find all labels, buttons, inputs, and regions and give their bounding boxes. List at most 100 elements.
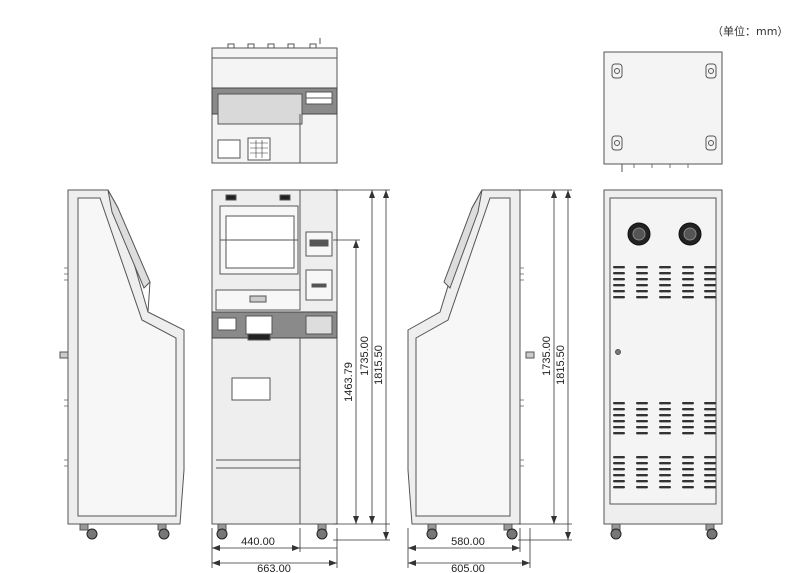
vent-slot bbox=[636, 408, 648, 411]
vent-slot bbox=[636, 462, 648, 465]
dim-front-height-mid: 1463.79 bbox=[343, 362, 355, 402]
vent-slot bbox=[704, 456, 716, 459]
vent-slot bbox=[704, 486, 716, 489]
vent-slot bbox=[704, 426, 716, 429]
vent-slot bbox=[659, 480, 671, 483]
vent-slot bbox=[613, 296, 625, 299]
vent-slot bbox=[613, 474, 625, 477]
vent-slot bbox=[704, 278, 716, 281]
lock-icon bbox=[615, 349, 621, 355]
vent-slot bbox=[613, 284, 625, 287]
caster-icon-front-a bbox=[216, 523, 228, 540]
vent-slots-mid bbox=[613, 402, 716, 435]
caster-icon-tl bbox=[611, 63, 623, 79]
vent-slot bbox=[704, 420, 716, 423]
vent-slot bbox=[659, 266, 671, 269]
vent-slot bbox=[613, 278, 625, 281]
dim-side-height-top: 1735.00 bbox=[541, 336, 553, 376]
vent-slot bbox=[704, 266, 716, 269]
vent-slot bbox=[636, 456, 648, 459]
side-view-left bbox=[59, 189, 185, 540]
vent-slot bbox=[613, 408, 625, 411]
vent-slot bbox=[636, 296, 648, 299]
vent-slots-bottom bbox=[613, 456, 716, 489]
caster-icon-bl bbox=[611, 135, 623, 151]
vent-slot bbox=[682, 414, 694, 417]
caster-icon-tr bbox=[705, 63, 717, 79]
caster-icon-right-b bbox=[503, 523, 518, 540]
vent-slot bbox=[636, 480, 648, 483]
vent-slot bbox=[613, 420, 625, 423]
vent-slot bbox=[659, 474, 671, 477]
fan-icon-right bbox=[678, 222, 702, 246]
vent-slot bbox=[659, 408, 671, 411]
vent-slot bbox=[682, 456, 694, 459]
vent-slot bbox=[613, 432, 625, 435]
fan-icon-left bbox=[627, 222, 651, 246]
vent-slot bbox=[682, 426, 694, 429]
dim-side-width-inner: 580.00 bbox=[451, 536, 485, 548]
caster-icon-right-a bbox=[426, 523, 438, 540]
vent-slot bbox=[636, 414, 648, 417]
vent-slot bbox=[659, 468, 671, 471]
vent-slot bbox=[704, 480, 716, 483]
vent-slot bbox=[682, 402, 694, 405]
vent-slot bbox=[682, 278, 694, 281]
dim-side-width-total: 605.00 bbox=[451, 563, 485, 573]
vent-slot bbox=[613, 272, 625, 275]
vent-slot bbox=[704, 272, 716, 275]
side-dimension-arrows bbox=[408, 190, 571, 566]
front-view bbox=[211, 189, 338, 540]
vent-slot bbox=[636, 266, 648, 269]
dim-front-width-total: 663.00 bbox=[257, 563, 291, 573]
top-view-rear bbox=[603, 51, 723, 172]
vent-slot bbox=[704, 296, 716, 299]
vent-slot bbox=[613, 414, 625, 417]
vent-slot bbox=[613, 426, 625, 429]
vent-slot bbox=[613, 486, 625, 489]
vent-slot bbox=[613, 290, 625, 293]
dim-side-height-total: 1815.50 bbox=[555, 345, 567, 385]
vent-slot bbox=[682, 272, 694, 275]
vent-slot bbox=[636, 420, 648, 423]
vent-slot bbox=[682, 474, 694, 477]
vent-slot bbox=[659, 486, 671, 489]
vent-slot bbox=[682, 290, 694, 293]
vent-slot bbox=[659, 420, 671, 423]
vent-slot bbox=[704, 402, 716, 405]
front-dimension-lines bbox=[211, 189, 390, 568]
vent-slot bbox=[704, 474, 716, 477]
vent-slot bbox=[613, 402, 625, 405]
vent-slot bbox=[636, 486, 648, 489]
vent-slot bbox=[636, 402, 648, 405]
vent-slot bbox=[682, 432, 694, 435]
vent-slot bbox=[659, 414, 671, 417]
vent-slot bbox=[613, 462, 625, 465]
caster-icon-rear-a bbox=[610, 523, 622, 540]
caster-icon-left-a bbox=[79, 523, 98, 540]
vent-slot bbox=[682, 420, 694, 423]
vent-slot bbox=[636, 474, 648, 477]
vent-slot bbox=[613, 468, 625, 471]
caster-icon-rear-b bbox=[705, 523, 718, 540]
vent-slot bbox=[636, 278, 648, 281]
vent-slot bbox=[636, 272, 648, 275]
vent-slot bbox=[682, 284, 694, 287]
vent-slot bbox=[636, 290, 648, 293]
side-dimension-lines bbox=[407, 189, 572, 568]
vent-slot bbox=[682, 462, 694, 465]
vent-slot bbox=[704, 432, 716, 435]
vent-slot bbox=[659, 402, 671, 405]
caster-icon-left-b bbox=[157, 523, 170, 540]
unit-note: （单位：mm） bbox=[712, 25, 789, 38]
vent-slot bbox=[659, 426, 671, 429]
vent-slot bbox=[704, 468, 716, 471]
front-dimension-arrows bbox=[212, 190, 389, 566]
vent-slot bbox=[659, 290, 671, 293]
caster-icon-front-b bbox=[316, 523, 328, 540]
vent-slot bbox=[682, 468, 694, 471]
vent-slot bbox=[636, 426, 648, 429]
dim-front-height-total: 1815.50 bbox=[373, 345, 385, 385]
